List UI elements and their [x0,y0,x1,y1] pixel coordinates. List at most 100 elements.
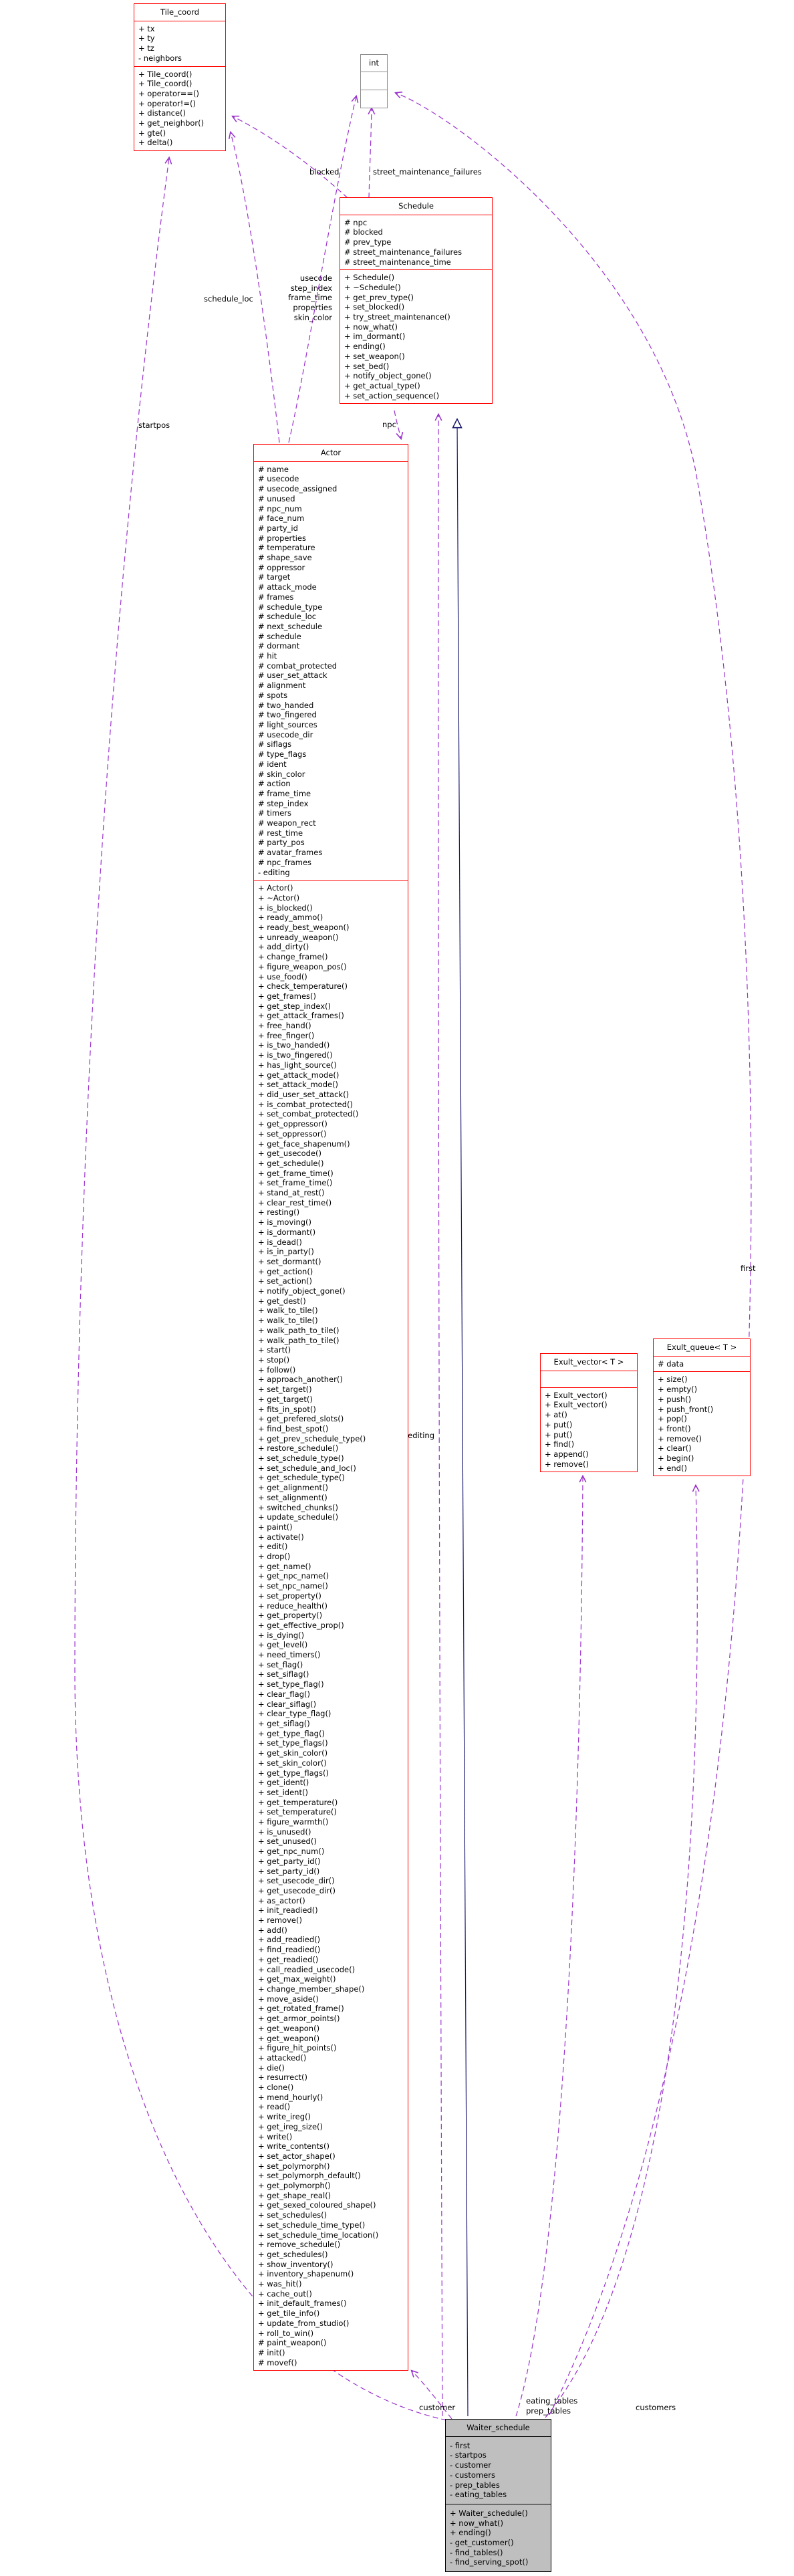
member-line: + get_rotated_frame() [258,2004,344,2014]
member-line: + clear_siflag() [258,1699,317,1709]
methods-compartment: + Tile_coord()+ Tile_coord()+ operator==… [134,66,225,151]
member-line: + walk_to_tile() [258,1306,318,1316]
member-line: + clear_type_flag() [258,1709,332,1719]
member-line: + push_front() [658,1404,714,1414]
member-line: + Actor() [258,883,293,893]
member-line: + is_two_fingered() [258,1050,333,1060]
member-line: # frame_time [258,788,311,798]
class-box-exult-queue[interactable]: Exult_queue< T > # data + size()+ empty(… [653,1338,751,1477]
member-line: # party_id [258,523,298,533]
member-line: # combat_protected [258,661,338,671]
attributes-compartment: # npc# blocked# prev_type# street_mainte… [340,214,492,270]
member-line: + was_hit() [258,2279,302,2289]
member-line: # name [258,464,289,474]
member-line: + move_aside() [258,1994,319,2004]
member-line: + change_member_shape() [258,1984,365,1994]
member-line: # frames [258,592,294,602]
member-line: + get_effective_prop() [258,1620,344,1630]
member-line: + get_party_id() [258,1856,321,1866]
member-line: + set_target() [258,1385,312,1395]
member-line: + add_readied() [258,1935,321,1945]
class-title: int [369,58,379,68]
member-line: + set_unused() [258,1837,317,1847]
member-line: + get_action() [258,1266,313,1276]
member-line: + set_schedule_time_location() [258,2230,379,2240]
member-line: + has_light_source() [258,1060,337,1070]
member-line: + set_schedule_type() [258,1453,344,1463]
member-line: + attacked() [258,2053,307,2063]
member-line: + get_face_shapenum() [258,1139,350,1149]
member-line: + get_weapon() [258,2033,320,2043]
member-line: + get_npc_num() [258,1847,325,1857]
member-line: - first [450,2440,471,2450]
member-line: + clear() [658,1443,692,1453]
member-line: + reduce_health() [258,1601,327,1611]
member-line: # oppressor [258,562,305,572]
member-line: + put() [545,1429,573,1439]
member-line: # two_handed [258,700,314,710]
class-box-waiter-schedule: Waiter_schedule - first- startpos- custo… [445,2419,551,2573]
member-line: - customer [450,2460,491,2470]
member-line: # usecode_assigned [258,484,338,494]
member-line: + get_alignment() [258,1483,328,1493]
member-line: - get_customer() [450,2538,514,2548]
member-line: + switched_chunks() [258,1502,338,1512]
member-line: # skin_color [258,769,305,779]
member-line: + set_frame_time() [258,1178,333,1188]
methods-compartment: + Actor()+ ~Actor()+ is_blocked()+ ready… [254,880,408,2370]
member-line: - find_tables() [450,2547,503,2557]
member-line: + set_temperature() [258,1807,337,1817]
member-line: + distance() [138,108,186,118]
member-line: + get_actual_type() [344,380,420,390]
member-line: + get_target() [258,1394,313,1404]
member-line: + figure_warmth() [258,1817,329,1827]
member-line: + get_siflag() [258,1719,310,1728]
member-line: + change_frame() [258,952,328,962]
class-box-tile-coord[interactable]: Tile_coord + tx+ ty+ tz- neighbors + Til… [134,3,226,152]
class-box-schedule[interactable]: Schedule # npc# blocked# prev_type# stre… [340,197,493,404]
member-line: # next_schedule [258,621,323,631]
member-line: + get_skin_color() [258,1748,328,1758]
member-line: + set_dormant() [258,1256,321,1266]
edge-customers [545,1486,697,2418]
member-line: + set_actor_shape() [258,2151,336,2161]
member-line: - editing [258,867,290,877]
member-line: + free_finger() [258,1030,315,1040]
member-line: # schedule_type [258,602,323,612]
member-line: + update_from_studio() [258,2318,350,2328]
member-line: + now_what() [450,2518,503,2528]
member-line: + remove() [258,1915,302,1925]
class-box-exult-vector[interactable]: Exult_vector< T > + Exult_vector()+ Exul… [540,1353,638,1473]
member-line: + add() [258,1925,287,1935]
member-line: + walk_path_to_tile() [258,1335,340,1345]
member-line: # type_flags [258,749,307,759]
member-line: + Tile_coord() [138,69,192,79]
member-line: + set_ident() [258,1787,308,1797]
member-line: # street_maintenance_time [344,257,451,267]
member-line: + get_schedule_type() [258,1473,345,1483]
member-line: + start() [258,1345,291,1355]
member-line: + is_dormant() [258,1227,316,1237]
member-line: + at() [545,1410,567,1420]
member-line: + set_combat_protected() [258,1109,359,1119]
member-line: + paint() [258,1522,293,1532]
member-line: + write() [258,2131,293,2141]
member-line: # user_set_attack [258,671,327,681]
member-line: + set_npc_name() [258,1581,328,1591]
member-line: # npc_frames [258,857,312,867]
member-line: + get_weapon() [258,2023,320,2033]
member-line: + operator==() [138,88,199,98]
member-line: + show_inventory() [258,2259,334,2269]
member-line: + get_neighbor() [138,118,205,128]
member-line: + set_party_id() [258,1866,320,1876]
edge-street-maintenance-failures [369,108,372,199]
class-box-actor[interactable]: Actor # name# usecode# usecode_assigned#… [253,444,408,2371]
member-line: + ~Actor() [258,893,300,903]
edge-label-npc: npc [382,420,396,429]
member-line: + begin() [658,1453,694,1463]
member-line: + get_shape_real() [258,2190,332,2200]
member-line: # npc_num [258,503,302,513]
member-line: + set_action() [258,1276,312,1286]
member-line: + clear_flag() [258,1689,310,1699]
